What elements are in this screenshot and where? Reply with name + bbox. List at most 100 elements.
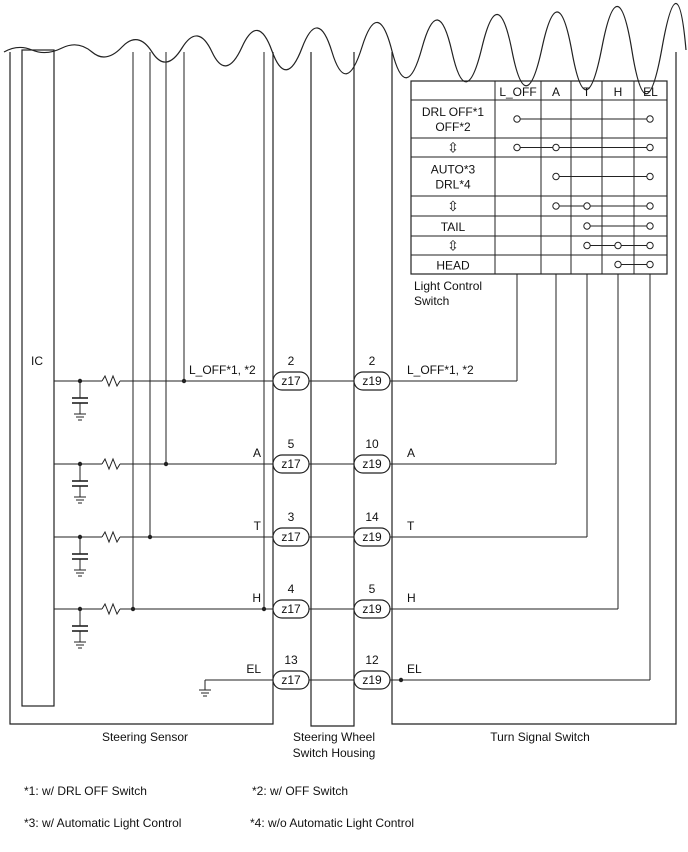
footnote-3: *3: w/ Automatic Light Control bbox=[24, 816, 181, 830]
connector-label: z19 bbox=[362, 602, 382, 616]
table-row-label: AUTO*3 bbox=[431, 163, 476, 177]
table-header-t: T bbox=[583, 85, 591, 99]
footnote-2: *2: w/ OFF Switch bbox=[252, 784, 348, 798]
connector-label: z17 bbox=[281, 673, 301, 687]
junction-dot bbox=[163, 461, 169, 467]
resistor bbox=[101, 374, 121, 388]
connector-z19 bbox=[353, 670, 391, 690]
left-signal-label: A bbox=[253, 446, 261, 460]
connector-label: z17 bbox=[281, 602, 301, 616]
switch-housing-label-2: Switch Housing bbox=[293, 746, 376, 760]
resistor bbox=[101, 530, 121, 544]
switch-contact bbox=[513, 143, 521, 152]
junction-dot bbox=[398, 677, 404, 683]
junction-dot bbox=[147, 534, 153, 540]
connector-z17 bbox=[272, 670, 310, 690]
pin-number: 5 bbox=[369, 582, 376, 596]
connector-z17 bbox=[272, 527, 310, 547]
switch-contact bbox=[646, 260, 654, 269]
connector-z19 bbox=[353, 527, 391, 547]
table-row-label: ⇳ bbox=[447, 198, 459, 214]
table-header-a: A bbox=[552, 85, 560, 99]
connector-label: z19 bbox=[362, 530, 382, 544]
ic-box bbox=[21, 49, 55, 707]
switch-contact bbox=[552, 172, 560, 181]
resistor bbox=[101, 457, 121, 471]
connector-label: z19 bbox=[362, 673, 382, 687]
switch-contact bbox=[614, 241, 622, 250]
connector-z17 bbox=[272, 371, 310, 391]
switch-contact bbox=[583, 241, 591, 250]
steering-sensor-box bbox=[9, 52, 274, 725]
connector-label: z17 bbox=[281, 530, 301, 544]
left-signal-label: EL bbox=[246, 662, 261, 676]
table-row-label: TAIL bbox=[441, 220, 466, 234]
table-row-label: DRL*4 bbox=[435, 178, 471, 192]
connector-z19 bbox=[353, 599, 391, 619]
right-signal-label: A bbox=[407, 446, 415, 460]
connector-z17 bbox=[272, 599, 310, 619]
switch-contact bbox=[646, 241, 654, 250]
table-row-label: ⇳ bbox=[447, 140, 459, 156]
pin-number: 3 bbox=[288, 510, 295, 524]
switch-contact bbox=[583, 202, 591, 210]
pin-number: 2 bbox=[369, 354, 376, 368]
table-row-label: DRL OFF*1 bbox=[422, 105, 485, 119]
right-signal-label: L_OFF*1, *2 bbox=[407, 363, 474, 377]
pin-number: 13 bbox=[284, 653, 298, 667]
left-signal-label: T bbox=[254, 519, 262, 533]
sensor-circuitry bbox=[54, 52, 270, 697]
right-signal-label: EL bbox=[407, 662, 422, 676]
switch-contact bbox=[614, 260, 622, 269]
turn-signal-switch-label: Turn Signal Switch bbox=[490, 730, 590, 744]
connector-label: z17 bbox=[281, 457, 301, 471]
labels: IC Light Control Switch Steering Sensor … bbox=[24, 279, 590, 830]
connector-z17 bbox=[272, 454, 310, 474]
right-signal-label: H bbox=[407, 591, 416, 605]
footnote-4: *4: w/o Automatic Light Control bbox=[250, 816, 414, 830]
pin-number: 12 bbox=[365, 653, 379, 667]
switch-contact bbox=[646, 143, 654, 152]
connector-z19 bbox=[353, 371, 391, 391]
switch-contact bbox=[646, 115, 654, 123]
junction-dot bbox=[130, 606, 136, 612]
ic-label: IC bbox=[31, 354, 43, 368]
turn-signal-switch-box bbox=[391, 52, 677, 725]
switch-contact bbox=[552, 143, 560, 152]
footnote-1: *1: w/ DRL OFF Switch bbox=[24, 784, 147, 798]
pin-number: 2 bbox=[288, 354, 295, 368]
pin-number: 10 bbox=[365, 437, 379, 451]
switch-contact bbox=[646, 202, 654, 210]
light-control-caption-1: Light Control bbox=[414, 279, 482, 293]
right-signal-label: T bbox=[407, 519, 415, 533]
table-row-label: OFF*2 bbox=[435, 120, 471, 134]
connector-label: z17 bbox=[281, 374, 301, 388]
torn-edge bbox=[3, 2, 687, 95]
resistor bbox=[101, 602, 121, 616]
connector-z19 bbox=[353, 454, 391, 474]
table-frame bbox=[410, 80, 668, 275]
table-header-h: H bbox=[614, 85, 623, 99]
steering-sensor-label: Steering Sensor bbox=[102, 730, 188, 744]
left-signal-label: H bbox=[252, 591, 261, 605]
switch-contact bbox=[646, 222, 654, 230]
switch-housing-box bbox=[310, 52, 355, 727]
light-control-caption-2: Switch bbox=[414, 294, 449, 308]
switch-contact bbox=[513, 115, 521, 123]
table-header-l_off: L_OFF bbox=[499, 85, 536, 99]
connector-label: z19 bbox=[362, 457, 382, 471]
left-signal-label: L_OFF*1, *2 bbox=[189, 363, 256, 377]
table-row-label: ⇳ bbox=[447, 238, 459, 254]
connector-label: z19 bbox=[362, 374, 382, 388]
switch-contact bbox=[552, 202, 560, 210]
pin-number: 5 bbox=[288, 437, 295, 451]
pin-number: 14 bbox=[365, 510, 379, 524]
switch-contact bbox=[583, 222, 591, 230]
table-header-el: EL bbox=[643, 85, 658, 99]
pin-number: 4 bbox=[288, 582, 295, 596]
table-row-label: HEAD bbox=[436, 259, 470, 273]
junction-dot bbox=[181, 378, 187, 384]
switch-housing-label-1: Steering Wheel bbox=[293, 730, 375, 744]
